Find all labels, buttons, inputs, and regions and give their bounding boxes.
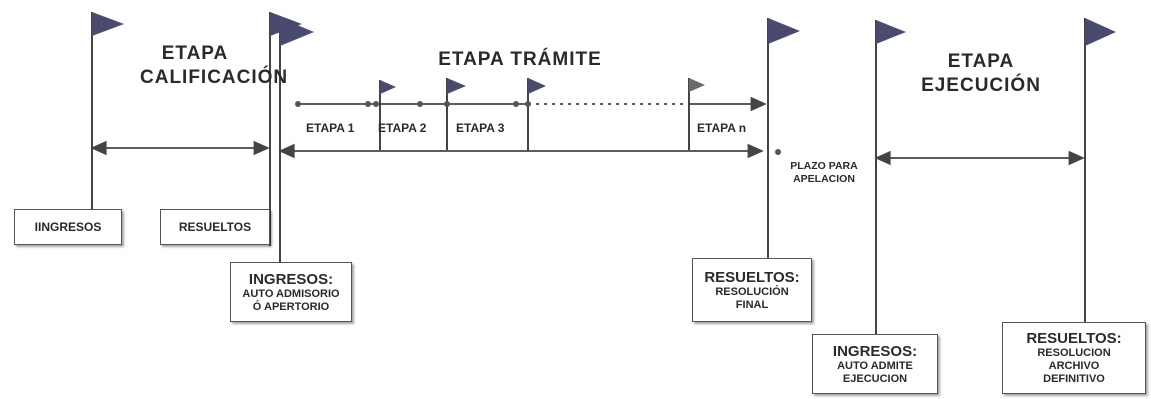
stage-title-line: CALIFICACIÓN [140,67,289,88]
flag-icons [92,12,1116,94]
stage-title-line: EJECUCIÓN [921,75,1041,96]
plazo-line: APELACION [793,173,855,185]
box-heading: RESUELTOS: [1026,330,1122,347]
substage-label: ETAPA 3 [456,121,505,135]
box-resueltos-resolucion-final: RESUELTOS: RESOLUCIÓN FINAL [692,258,812,322]
box-ingresos-auto-admisorio: INGRESOS: AUTO ADMISORIO Ó APERTORIO [230,262,352,322]
box-ingresos-auto-admite: INGRESOS: AUTO ADMITE EJECUCION [812,334,938,394]
stage-title-line: ETAPA [947,51,1015,72]
box-text: IINGRESOS [34,220,102,234]
flag-icon [92,12,124,36]
box-ingresos: IINGRESOS [14,209,122,245]
box-text: RESUELTOS [178,220,252,234]
box-line: EJECUCION [842,372,908,385]
substage-label: ETAPA 2 [378,121,427,135]
stage-title-ejecucion: ETAPA EJECUCIÓN [906,50,1056,98]
flag-icon [876,20,906,44]
flag-icon [380,80,396,94]
box-heading: INGRESOS: [248,270,334,288]
box-line: AUTO ADMITE [837,359,913,372]
box-heading: RESUELTOS: [704,268,800,286]
stage-title-line: ETAPA [161,43,229,64]
flag-icon [1085,18,1116,46]
box-line: AUTO ADMISORIO [242,287,340,300]
flag-icon [528,78,546,94]
substage-label: ETAPA 1 [306,121,355,135]
substage-label: ETAPA n [697,121,747,135]
plazo-apelacion-label: PLAZO PARA APELACION [772,160,876,186]
stage-title-calificacion: ETAPA CALIFICACIÓN [140,42,289,90]
box-line: RESOLUCION [1037,347,1111,359]
flag-icon [447,78,466,94]
box-line: DEFINITIVO [1043,373,1105,385]
box-line: Ó APERTORIO [252,300,330,313]
box-heading: INGRESOS: [832,342,918,360]
box-line: ARCHIVO [1048,360,1100,372]
box-line: RESOLUCIÓN [715,285,789,298]
flag-icon [768,18,800,44]
flag-icon [689,78,705,92]
box-line: FINAL [735,298,769,311]
box-resueltos: RESUELTOS [160,209,270,245]
stage-title-tramite: ETAPA TRÁMITE [438,49,602,70]
plazo-line: PLAZO PARA [790,160,858,172]
flag-icon [280,18,314,46]
box-resueltos-archivo: RESUELTOS: RESOLUCION ARCHIVO DEFINITIVO [1002,322,1146,394]
